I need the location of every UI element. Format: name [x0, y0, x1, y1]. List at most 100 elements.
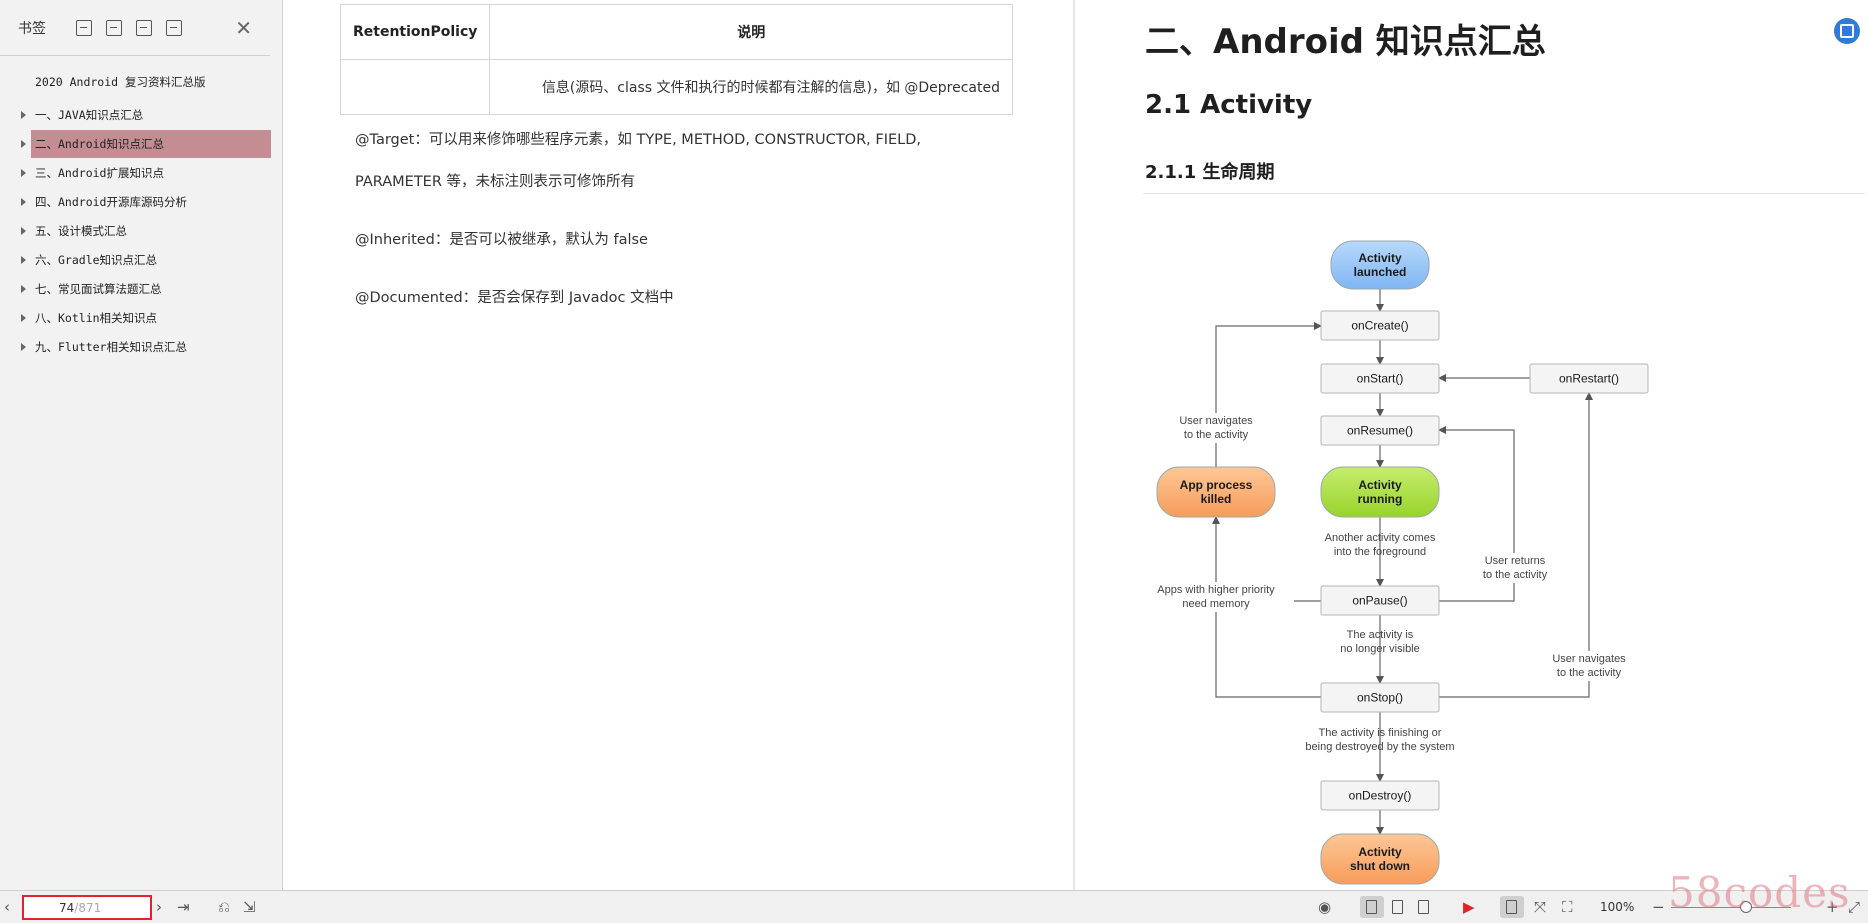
expand-arrow-icon[interactable]: [21, 169, 26, 177]
lifecycle-node-onCreate: onCreate(): [1320, 310, 1440, 341]
expand-arrow-icon[interactable]: [21, 285, 26, 293]
next-page-icon[interactable]: ›: [156, 898, 162, 916]
table-row: 信息(源码、class 文件和执行的时候都有注解的信息)，如 @Deprecat…: [339, 59, 1013, 115]
lifecycle-edge: [1438, 426, 1515, 602]
bookmark-list: 一、JAVA知识点汇总二、Android知识点汇总三、Android扩展知识点四…: [0, 101, 282, 361]
forward-icon[interactable]: ⇲: [243, 898, 256, 916]
sidebar-item-label: 八、Kotlin相关知识点: [35, 311, 158, 325]
expand-arrow-icon[interactable]: [21, 256, 26, 264]
close-icon[interactable]: ✕: [235, 15, 252, 40]
sidebar-item[interactable]: 一、JAVA知识点汇总: [0, 101, 282, 129]
actual-size-icon[interactable]: ⛶: [1562, 898, 1573, 916]
sidebar-item[interactable]: 八、Kotlin相关知识点: [0, 304, 282, 332]
subsection-title: 2.1.1 生命周期: [1145, 162, 1275, 183]
share-icon[interactable]: [1834, 18, 1860, 44]
sidebar-item-label: 九、Flutter相关知识点汇总: [35, 340, 187, 354]
sidebar-doc-title[interactable]: 2020 Android 复习资料汇总版: [35, 75, 206, 89]
sidebar-header: 书签 ✕: [0, 0, 270, 56]
svg-text:App process: App process: [1180, 478, 1253, 492]
sidebar-item-label: 四、Android开源库源码分析: [35, 195, 187, 209]
expand-arrow-icon[interactable]: [21, 198, 26, 206]
expand-all-icon[interactable]: [76, 19, 92, 36]
eye-protection-icon[interactable]: ◉: [1318, 898, 1332, 916]
continuous-view-button[interactable]: [1386, 896, 1410, 918]
sidebar-item[interactable]: 九、Flutter相关知识点汇总: [0, 333, 282, 361]
paragraph-documented: @Documented：是否会保存到 Javadoc 文档中: [355, 290, 674, 306]
sidebar-item-label: 一、JAVA知识点汇总: [35, 108, 144, 122]
lifecycle-node-onStop: onStop(): [1320, 682, 1440, 713]
section-title: 2.1 Activity: [1145, 90, 1313, 120]
sidebar-item[interactable]: 四、Android开源库源码分析: [0, 188, 282, 216]
svg-text:onPause(): onPause(): [1352, 594, 1407, 608]
zoom-out-icon[interactable]: −: [1652, 898, 1665, 916]
table-header-row: RetentionPolicy 说明: [339, 4, 1013, 60]
expand-arrow-icon[interactable]: [21, 227, 26, 235]
sidebar-item[interactable]: 五、设计模式汇总: [0, 217, 282, 245]
expand-arrow-icon[interactable]: [21, 343, 26, 351]
zoom-slider-knob[interactable]: [1740, 901, 1752, 913]
svg-text:onResume(): onResume(): [1347, 424, 1413, 438]
expand-arrow-icon[interactable]: [21, 140, 26, 148]
fit-page-button[interactable]: [1500, 896, 1524, 918]
fullscreen-icon[interactable]: ⤢: [1848, 898, 1861, 916]
zoom-slider[interactable]: [1671, 907, 1791, 908]
page-right: 二、Android 知识点汇总 2.1 Activity 2.1.1 生命周期 …: [1075, 0, 1868, 890]
page-left: RetentionPolicy 说明 信息(源码、class 文件和执行的时候都…: [283, 0, 1073, 890]
play-icon[interactable]: ▶: [1463, 898, 1475, 916]
sidebar-item-label: 二、Android知识点汇总: [35, 137, 164, 151]
sidebar-item[interactable]: 二、Android知识点汇总: [0, 130, 282, 158]
sidebar-item-label: 七、常见面试算法题汇总: [35, 282, 162, 296]
sidebar-item[interactable]: 三、Android扩展知识点: [0, 159, 282, 187]
lifecycle-node-onDestroy: onDestroy(): [1320, 780, 1440, 811]
single-page-view-button[interactable]: [1360, 896, 1384, 918]
sidebar-title: 书签: [18, 20, 46, 37]
page-current: 74: [59, 900, 75, 915]
svg-text:onStop(): onStop(): [1357, 691, 1403, 705]
add-bookmark-icon[interactable]: [136, 19, 152, 36]
watermark: 58codes: [1668, 868, 1851, 917]
svg-text:onStart(): onStart(): [1357, 372, 1404, 386]
back-icon[interactable]: ⎌: [218, 898, 231, 916]
expand-arrow-icon[interactable]: [21, 314, 26, 322]
sidebar-item-label: 六、Gradle知识点汇总: [35, 253, 158, 267]
bookmark-options-icon[interactable]: [166, 19, 182, 36]
lifecycle-edge: [1215, 322, 1322, 467]
svg-text:running: running: [1358, 492, 1403, 506]
expand-arrow-icon[interactable]: [21, 111, 26, 119]
prev-icon[interactable]: ‹: [4, 898, 10, 916]
svg-text:shut down: shut down: [1350, 859, 1410, 873]
svg-text:killed: killed: [1201, 492, 1232, 506]
paragraph-target: @Target：可以用来修饰哪些程序元素，如 TYPE, METHOD, CON…: [355, 132, 921, 148]
sidebar-item[interactable]: 七、常见面试算法题汇总: [0, 275, 282, 303]
collapse-all-icon[interactable]: [106, 19, 122, 36]
sidebar-item-label: 五、设计模式汇总: [35, 224, 127, 238]
fit-width-icon[interactable]: ⤧: [1534, 898, 1547, 916]
double-page-view-button[interactable]: [1412, 896, 1436, 918]
page-total: /871: [74, 900, 102, 915]
lifecycle-edge: [1439, 392, 1593, 698]
lifecycle-node-onPause: onPause(): [1320, 585, 1440, 616]
svg-text:launched: launched: [1354, 265, 1407, 279]
retention-table: RetentionPolicy 说明 信息(源码、class 文件和执行的时候都…: [339, 4, 1013, 115]
last-page-icon[interactable]: ⇥: [177, 898, 190, 916]
sidebar-item-label: 三、Android扩展知识点: [35, 166, 164, 180]
bottom-toolbar: ‹ 74 /871 › ⇥ ⎌ ⇲ ◉ ▶ ⤧ ⛶ 100% − + ⤢: [0, 890, 1868, 923]
page-number-input[interactable]: 74 /871: [22, 895, 152, 920]
table-cell: [339, 59, 491, 115]
zoom-in-icon[interactable]: +: [1826, 898, 1839, 916]
lifecycle-node-onResume: onResume(): [1320, 415, 1440, 446]
chapter-title: 二、Android 知识点汇总: [1145, 22, 1546, 62]
sidebar-item[interactable]: 六、Gradle知识点汇总: [0, 246, 282, 274]
table-header: 说明: [489, 4, 1013, 60]
zoom-level[interactable]: 100%: [1600, 900, 1635, 914]
